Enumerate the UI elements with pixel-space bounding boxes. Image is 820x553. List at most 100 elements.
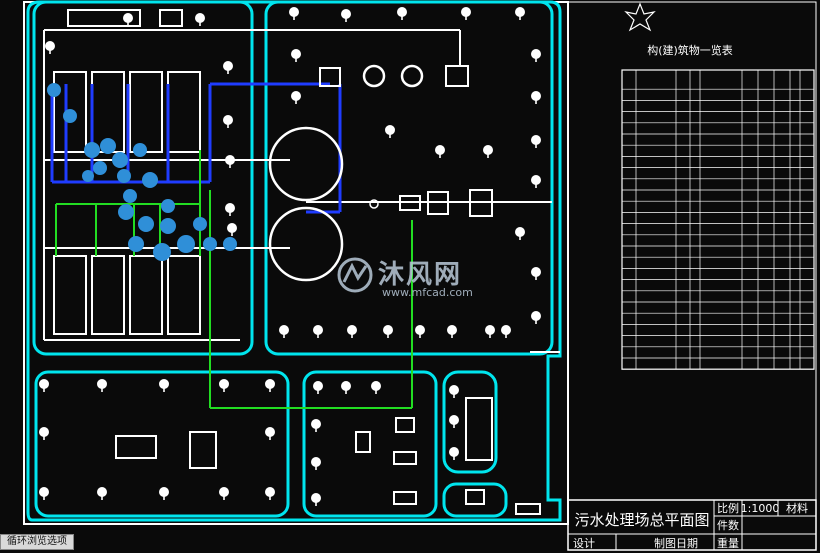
tree-icons [39,7,541,506]
drawing-title: 污水处理场总平面图 [574,511,709,529]
site-boundary [26,0,562,522]
zone-lower-right-bottom [442,482,508,518]
tree-trunk [535,276,537,280]
tree-icon [225,155,235,165]
tree-trunk [345,390,347,394]
tree-trunk [269,436,271,440]
aeration-equipment [47,83,237,261]
tree-trunk [223,496,225,500]
tree-trunk [317,390,319,394]
gate-house [515,503,541,515]
north-arrow-icon [624,2,656,32]
tree-icon [39,379,49,389]
tree-trunk [231,232,233,236]
weight-label: 重量 [717,536,739,550]
tree-icon [265,427,275,437]
tree-trunk [101,388,103,392]
tree-trunk [453,424,455,428]
tree-trunk [101,496,103,500]
tree-trunk [227,124,229,128]
tree-icon [531,175,541,185]
tree-icon [341,9,351,19]
tree-trunk [519,16,521,20]
tree-icon [397,7,407,17]
material-label: 材料 [786,501,808,515]
mid-equip-1 [355,431,371,453]
tree-icon [531,49,541,59]
blue-pipes [50,82,342,214]
tree-icon [225,203,235,213]
title-block: 污水处理场总平面图 比例 1:1000 材料 件数 设计 制图日期 重量 [567,499,817,551]
tree-trunk [283,334,285,338]
tree-trunk [315,502,317,506]
tree-trunk [505,334,507,338]
watermark-url: www.mfcad.com [382,286,473,299]
tree-icon [435,145,445,155]
tree-icon [531,311,541,321]
tree-icon [461,7,471,17]
tree-icon [223,61,233,71]
tree-icon [515,227,525,237]
tree-icon [159,487,169,497]
cycle-view-tab[interactable]: 循环浏览选项 [0,534,74,550]
tree-icon [291,91,301,101]
top-building [67,9,141,27]
watermark: 沐风网 www.mfcad.com [330,252,510,302]
tree-icon [449,415,459,425]
zone-lower-right-top [442,370,498,474]
disinfection-unit [427,191,449,215]
tree-trunk [127,22,129,26]
tree-icon [289,7,299,17]
tree-icon [123,13,133,23]
watermark-logo-icon [337,257,373,293]
tree-trunk [375,390,377,394]
count-label: 件数 [717,519,739,532]
tree-trunk [535,100,537,104]
zone-lower-mid [302,370,438,518]
zone-bio-tanks [32,0,254,356]
tree-icon [313,381,323,391]
tree-trunk [269,388,271,392]
tree-icon [501,325,511,335]
tree-icon [385,125,395,135]
tree-icon [159,379,169,389]
clarifier-lower [268,206,344,282]
clarifier-upper [268,126,344,202]
tree-icon [265,487,275,497]
tree-icon [39,427,49,437]
tree-trunk [43,436,45,440]
tree-trunk [487,154,489,158]
tree-icon [531,267,541,277]
tree-icon [311,493,321,503]
valve-node [369,199,379,209]
tree-icon [371,381,381,391]
white-pipelines [43,29,560,353]
date-label: 制图日期 [654,537,698,550]
tree-trunk [419,334,421,338]
green-pipes [55,150,413,409]
tree-icon [531,135,541,145]
tree-icon [219,379,229,389]
tree-icon [45,41,55,51]
table-title: 构(建)筑物一览表 [647,43,733,57]
tree-trunk [387,334,389,338]
zone-lower-left [34,370,290,518]
tree-icon [313,325,323,335]
tree-trunk [351,334,353,338]
tree-icon [347,325,357,335]
tree-trunk [453,456,455,460]
tree-trunk [295,100,297,104]
tree-trunk [199,22,201,26]
building-list-table [621,69,815,370]
watermark-brand: 沐风网 [378,260,463,290]
inlet-well [319,67,341,87]
tree-icon [449,385,459,395]
tree-trunk [453,394,455,398]
tree-trunk [519,236,521,240]
tree-trunk [293,16,295,20]
tree-icon [227,223,237,233]
tree-icon [311,457,321,467]
tree-icon [531,91,541,101]
tree-trunk [49,50,51,54]
